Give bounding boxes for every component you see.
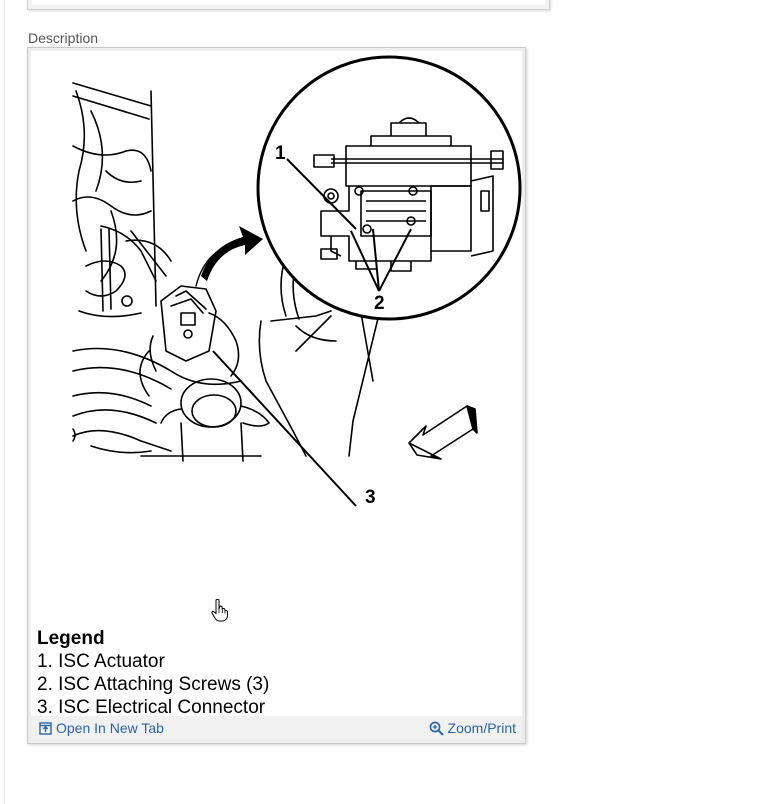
legend-item: 3. ISC Electrical Connector bbox=[37, 697, 266, 718]
previous-card-body bbox=[32, 0, 545, 5]
description-label: Description bbox=[28, 30, 99, 46]
zoom-print-label: Zoom/Print bbox=[447, 720, 516, 736]
zoom-print-link[interactable]: Zoom/Print bbox=[429, 720, 516, 736]
legend: Legend 1. ISC Actuator 2. ISC Attaching … bbox=[37, 627, 269, 719]
legend-title: Legend bbox=[37, 628, 105, 649]
callout-1: 1 bbox=[275, 143, 286, 164]
legend-item: 2. ISC Attaching Screws (3) bbox=[37, 674, 270, 695]
open-in-new-tab-icon bbox=[39, 721, 52, 735]
figure-card: 1 2 3 Legend 1. ISC Actuator 2. ISC Atta… bbox=[27, 47, 526, 744]
callout-2: 2 bbox=[374, 293, 385, 314]
figure-card-footer: Open In New Tab Zoom/Print bbox=[31, 716, 522, 740]
open-in-new-tab-link[interactable]: Open In New Tab bbox=[39, 720, 164, 736]
open-in-new-tab-label: Open In New Tab bbox=[56, 720, 164, 736]
previous-card bbox=[27, 0, 550, 10]
figure-image[interactable]: 1 2 3 Legend 1. ISC Actuator 2. ISC Atta… bbox=[31, 51, 522, 719]
callout-3: 3 bbox=[365, 487, 376, 508]
legend-item: 1. ISC Actuator bbox=[37, 651, 165, 672]
isc-diagram: 1 2 3 bbox=[72, 55, 522, 508]
hand-pointer-icon bbox=[211, 598, 229, 622]
zoom-in-icon bbox=[429, 721, 444, 736]
page-left-border bbox=[4, 0, 5, 804]
